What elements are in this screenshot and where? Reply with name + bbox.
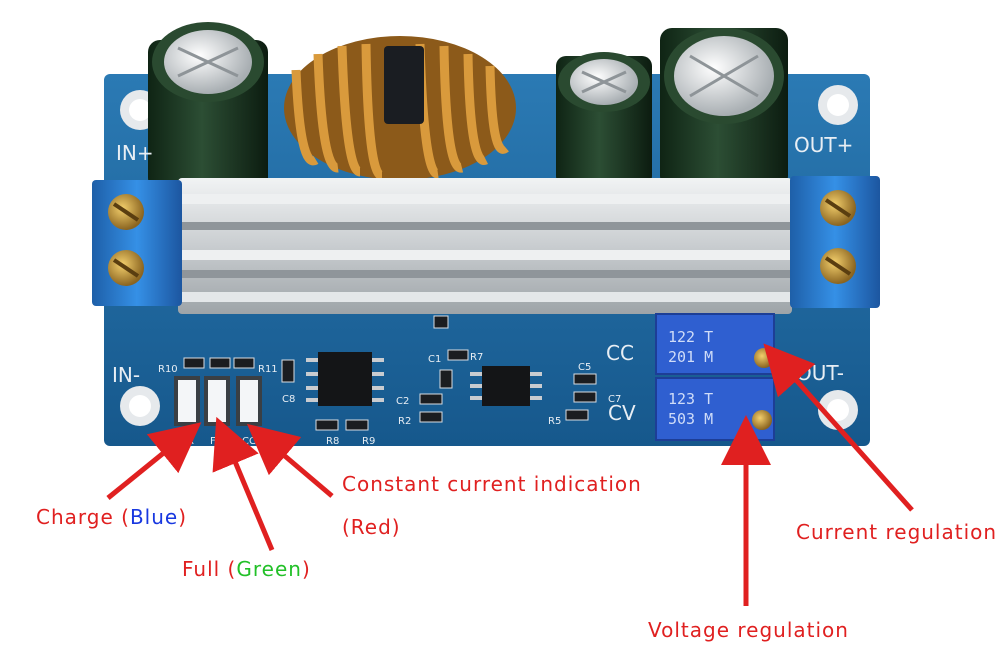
full-callout: Full (Green) [182, 557, 311, 581]
annotation-arrows [106, 343, 914, 606]
ic-chips [306, 352, 542, 406]
capacitor-middle [556, 52, 652, 186]
out-plus-label: OUT+ [794, 133, 853, 157]
current-regulation-arrow [763, 343, 914, 512]
c1-label: C1 [428, 354, 441, 365]
c5-label: C5 [578, 362, 591, 373]
input-terminal-block [92, 180, 182, 306]
c8-label: C8 [282, 394, 295, 405]
voltage-regulation-label: Voltage regulation [648, 618, 849, 642]
r8-label: R8 [326, 436, 339, 447]
current-regulation-callout: Current regulation [796, 520, 997, 544]
in-minus-label: IN- [112, 363, 140, 387]
red-callout: (Red) [342, 515, 401, 539]
pot-voltage-code-bottom: 503 M [668, 410, 713, 428]
cc-arrow [246, 423, 334, 498]
cv-label: CV [608, 401, 636, 425]
voltage-potentiometer: 123 T 503 M [655, 377, 775, 441]
c2-label: C2 [396, 396, 409, 407]
pot-voltage-code-top: 123 T [668, 390, 713, 408]
out-minus-label: OUT- [796, 361, 844, 385]
current-potentiometer: 122 T 201 M [655, 313, 775, 375]
r11-label: R11 [258, 364, 278, 375]
smd-components [183, 315, 597, 431]
full-color-label: Green [236, 557, 302, 581]
c7-label: C7 [608, 394, 621, 405]
capacitor-right [660, 28, 788, 188]
r9-label: R9 [362, 436, 375, 447]
voltage-regulation-callout: Voltage regulation [648, 618, 849, 642]
constant-current-label: Constant current indication [342, 472, 642, 496]
in-plus-label: IN+ [116, 141, 154, 165]
r7-label: R7 [470, 352, 483, 363]
charge-label: Charge [36, 505, 114, 529]
heatsink [178, 178, 792, 314]
full-label: Full [182, 557, 221, 581]
r5-label: R5 [548, 416, 561, 427]
full-arrow [212, 416, 275, 551]
capacitor-left [148, 22, 268, 190]
toroid-inductor [284, 36, 516, 181]
charge-arrow [106, 422, 202, 500]
cc-label: CC [606, 341, 634, 365]
pot-current-code-top: 122 T [668, 328, 713, 346]
current-regulation-label: Current regulation [796, 520, 998, 544]
charge-color-label: Blue [129, 505, 179, 529]
status-leds [174, 376, 262, 426]
r10-label: R10 [158, 364, 178, 375]
output-terminal-block [790, 176, 880, 308]
mounting-holes [120, 85, 858, 430]
r2-label: R2 [398, 416, 411, 427]
pot-current-code-bottom: 201 M [668, 348, 713, 366]
constant-current-callout: Constant current indication [342, 472, 642, 496]
led-cr-label: CR [180, 436, 194, 447]
led-cc-label: CC [242, 436, 256, 447]
charge-callout: Charge (Blue) [36, 505, 188, 529]
red-label: (Red) [342, 515, 401, 539]
